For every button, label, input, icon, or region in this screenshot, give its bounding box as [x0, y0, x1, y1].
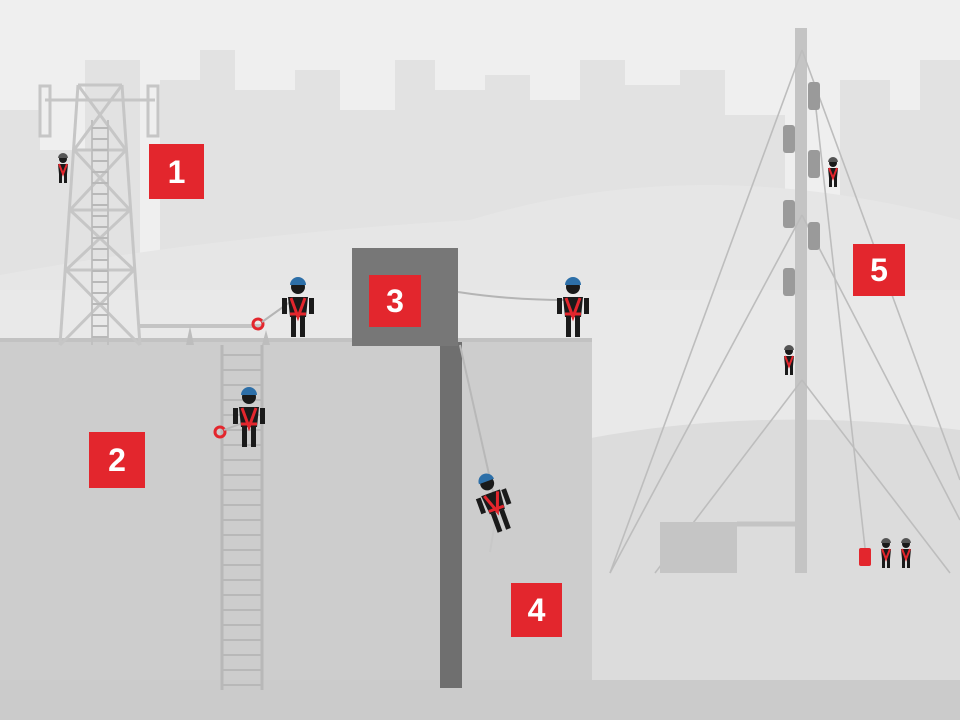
roof-edge [0, 338, 592, 342]
horizontal-lifeline [457, 291, 566, 301]
building-pillar [440, 342, 462, 688]
zone-badge-1: 1 [149, 144, 204, 199]
guyed-tower [609, 28, 960, 574]
zone-badge-3: 3 [369, 275, 421, 327]
zone-badge-5: 5 [853, 244, 905, 296]
zone-badge-3-label: 3 [386, 283, 404, 319]
wall-ladder [220, 345, 264, 690]
rescue-bag [859, 548, 871, 566]
zone-badge-5-label: 5 [870, 252, 888, 288]
zone-badge-4-label: 4 [528, 592, 546, 628]
zone-badge-4: 4 [511, 583, 562, 637]
zone-badge-1-label: 1 [168, 154, 186, 190]
hill-right [580, 419, 960, 720]
zone-badge-2: 2 [89, 432, 145, 488]
street-ground [0, 680, 960, 720]
lattice-tower-left [38, 83, 160, 347]
zone-badge-2-label: 2 [108, 442, 126, 478]
ladder-anchor-ring [213, 425, 227, 439]
